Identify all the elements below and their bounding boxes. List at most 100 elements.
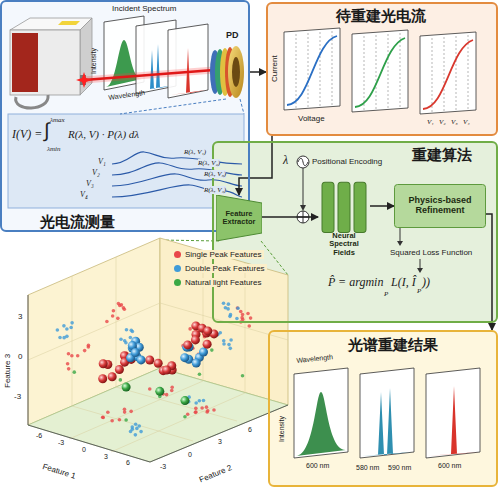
legend-item: Single Peak Features [172, 250, 264, 259]
feature-extractor: Feature Extractor [216, 195, 262, 241]
legend-swatch [174, 251, 181, 258]
feature-point [180, 353, 189, 362]
projection-dot [105, 320, 109, 324]
projection-dot [210, 348, 214, 352]
box-label: Physics-based Refinement [394, 194, 486, 218]
projection-dot [119, 337, 123, 341]
annotation-label: L(I, Î [391, 276, 416, 290]
flow-arrow [239, 136, 272, 195]
annotation-label: λmin [47, 145, 61, 153]
annotation-label: )) [422, 276, 430, 290]
panel-title: 重建算法 [412, 146, 472, 164]
projection-dot [83, 349, 87, 353]
flow-arrow [486, 214, 492, 330]
projection-dot [241, 318, 245, 322]
projection-dot [110, 419, 114, 423]
annotation-label: V₄ [80, 190, 88, 199]
projection-dot [247, 324, 251, 328]
annotation-label: R(λ, V₂) [198, 159, 220, 167]
annotation-label: Intensity [90, 48, 98, 74]
projection-dot [139, 430, 143, 434]
projection-dot [129, 328, 133, 332]
projection-dot [134, 423, 138, 427]
feature-point [137, 355, 146, 364]
feature-point [108, 372, 117, 381]
projection-dot [194, 401, 198, 405]
annotation-label: P [417, 287, 421, 295]
legend-item: Double Peak Features [172, 264, 267, 273]
feature-point [199, 347, 208, 356]
projection-dot [62, 336, 66, 340]
projection-dot [134, 433, 138, 437]
panel-ground [267, 3, 497, 135]
annotation-label: 0 [188, 451, 192, 459]
annotation-label: -6 [36, 432, 42, 440]
scatter-box [28, 238, 288, 462]
projection-dot [212, 408, 216, 412]
projection-dot [236, 306, 240, 310]
projection-dot [118, 418, 122, 422]
projection-dot [227, 302, 231, 306]
iv-plots [284, 28, 476, 114]
projection-dot [186, 412, 190, 416]
projection-dot [123, 408, 127, 412]
projection-dot [222, 301, 226, 305]
projection-dot [67, 367, 71, 371]
projection-dot [72, 370, 76, 374]
annotation-label: 0 [18, 352, 22, 361]
projection-dot [246, 312, 250, 316]
projection-dot [165, 393, 169, 397]
flow-arrow [370, 205, 394, 207]
annotation-label: 580 nm [356, 464, 379, 472]
panel-title: 光谱重建结果 [348, 336, 438, 354]
projection-dot [125, 328, 129, 332]
projection-dot [229, 347, 233, 351]
annotation-label: 600 nm [438, 462, 461, 470]
projection-dot [202, 399, 206, 403]
projection-dot [148, 387, 152, 391]
projection-dot [56, 328, 60, 332]
annotation-label: Incident Spectrum [112, 4, 176, 13]
projection-dot [222, 342, 226, 346]
annotation-label: 6 [248, 426, 252, 434]
annotation-label: P̂ = argmin [328, 276, 383, 290]
projection-dot [194, 410, 198, 414]
projection-dot [112, 309, 116, 313]
legend-swatch [174, 279, 181, 286]
projection-dot [111, 314, 115, 318]
annotation-label: V₂ [92, 168, 100, 177]
feature-point [183, 340, 192, 349]
projection-dot [62, 324, 66, 328]
annotation-label: Feature 1 [41, 462, 76, 481]
projection-dot [235, 317, 239, 321]
projection-dot [101, 415, 105, 419]
legend-text: Double Peak Features [185, 264, 265, 273]
result-panel: 光谱重建结果 [268, 330, 498, 487]
annotation-label: 590 nm [388, 464, 411, 472]
projection-dot [66, 362, 70, 366]
legend-swatch [174, 265, 181, 272]
projection-dot [200, 406, 204, 410]
feature-point [155, 387, 164, 396]
annotation-label: 6 [126, 459, 130, 467]
annotation-label: Feature 2 [198, 463, 233, 484]
projection-dot [222, 339, 226, 343]
annotation-label: 3 [18, 312, 22, 321]
projection-dot [129, 336, 133, 340]
projection-dot [239, 310, 243, 314]
feature-point [154, 359, 163, 368]
feature-point [191, 335, 200, 344]
result-plots [294, 368, 480, 458]
annotation-label: -3 [58, 439, 64, 447]
annotation-label: V₁ [427, 118, 434, 126]
feature-point [203, 340, 212, 349]
annotation-label: PD [226, 30, 239, 40]
annotation-label: Intensity [278, 416, 286, 442]
feature-point [115, 365, 124, 374]
zoom-leader [120, 99, 244, 114]
formula-ground [8, 114, 244, 208]
refinement-box: Physics-based Refinement [394, 184, 486, 228]
feature-point [99, 359, 108, 368]
beam-spark [76, 72, 92, 88]
projection-dot [241, 374, 245, 378]
